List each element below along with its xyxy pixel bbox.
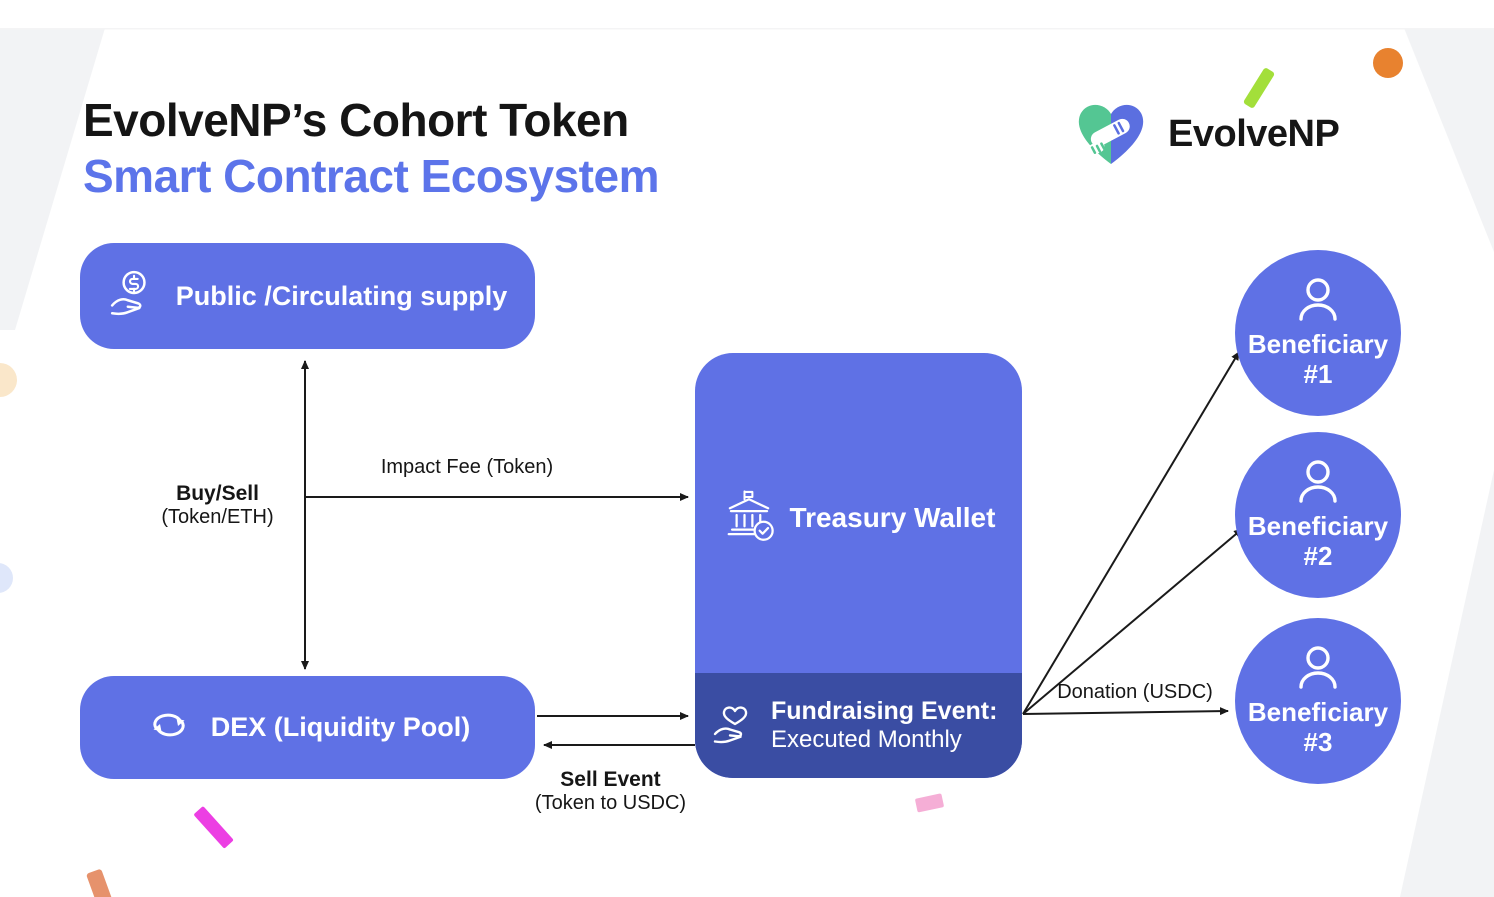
- cycle-icon: [145, 701, 193, 754]
- confetti-pink-rect: [915, 793, 944, 813]
- fundraising-label: Fundraising Event: Executed Monthly: [771, 697, 997, 755]
- person-icon: [1293, 459, 1343, 510]
- sell-event-bold: Sell Event: [560, 768, 661, 791]
- beneficiary-label: Beneficiary: [1247, 511, 1389, 542]
- beneficiary-label: Beneficiary: [1247, 329, 1389, 360]
- confetti-orange-dot: [1373, 48, 1403, 78]
- sell-event-sub: (Token to USDC): [534, 792, 687, 814]
- node-beneficiary-2: Beneficiary #2: [1235, 432, 1401, 598]
- treasury-label-row: Treasury Wallet: [695, 488, 1022, 547]
- person-icon: [1293, 277, 1343, 328]
- confetti-salmon-bar: [86, 869, 116, 897]
- confetti-magenta-bar: [194, 806, 234, 848]
- node-fundraising-event: Fundraising Event: Executed Monthly: [695, 673, 1022, 778]
- heart-hand-icon: [711, 699, 759, 752]
- page-title: EvolveNP’s Cohort Token Smart Contract E…: [83, 92, 659, 204]
- node-public-supply: Public /Circulating supply: [80, 243, 535, 349]
- backdrop-corner-shapes: [0, 28, 1494, 897]
- node-beneficiary-3: Beneficiary #3: [1235, 618, 1401, 784]
- brand-logo: EvolveNP: [1068, 92, 1340, 177]
- node-dex: DEX (Liquidity Pool): [80, 676, 535, 779]
- bank-check-icon: [722, 488, 776, 547]
- node-treasury-wallet: Treasury Wallet Fundraising Event: Execu…: [695, 353, 1022, 778]
- buy-sell-sub: (Token/ETH): [161, 506, 274, 528]
- buy-sell-bold: Buy/Sell: [176, 482, 259, 505]
- confetti-left-yellow: [0, 363, 17, 397]
- edge-label-sell-event: Sell Event (Token to USDC): [518, 768, 703, 815]
- node-label: Public /Circulating supply: [175, 280, 508, 311]
- fundraising-line-2: Executed Monthly: [771, 726, 962, 754]
- beneficiary-number: #2: [1303, 540, 1333, 571]
- brand-name: EvolveNP: [1168, 113, 1340, 155]
- arrow-donation-ben1: [1022, 351, 1240, 715]
- node-label: Treasury Wallet: [789, 501, 996, 533]
- node-beneficiary-1: Beneficiary #1: [1235, 250, 1401, 416]
- node-label: DEX (Liquidity Pool): [210, 712, 471, 742]
- edge-label-buy-sell: Buy/Sell (Token/ETH): [140, 482, 295, 529]
- title-line-2: Smart Contract Ecosystem: [83, 150, 659, 203]
- fundraising-line-1: Fundraising Event:: [771, 696, 998, 725]
- edge-label-impact-fee: Impact Fee (Token): [380, 456, 554, 478]
- beneficiary-number: #3: [1303, 726, 1333, 757]
- handshake-heart-icon: [1068, 92, 1154, 177]
- confetti-left-blue: [0, 563, 13, 593]
- person-icon: [1293, 645, 1343, 696]
- arrow-donation-ben2: [1022, 528, 1243, 715]
- edge-label-donation: Donation (USDC): [1057, 681, 1213, 703]
- beneficiary-number: #1: [1303, 358, 1333, 389]
- title-line-1: EvolveNP’s Cohort Token: [83, 94, 629, 146]
- confetti-lime-bar: [1243, 68, 1275, 108]
- beneficiary-label: Beneficiary: [1247, 697, 1389, 728]
- dollar-hand-icon: [108, 269, 158, 324]
- arrow-donation-ben3: [1022, 707, 1229, 716]
